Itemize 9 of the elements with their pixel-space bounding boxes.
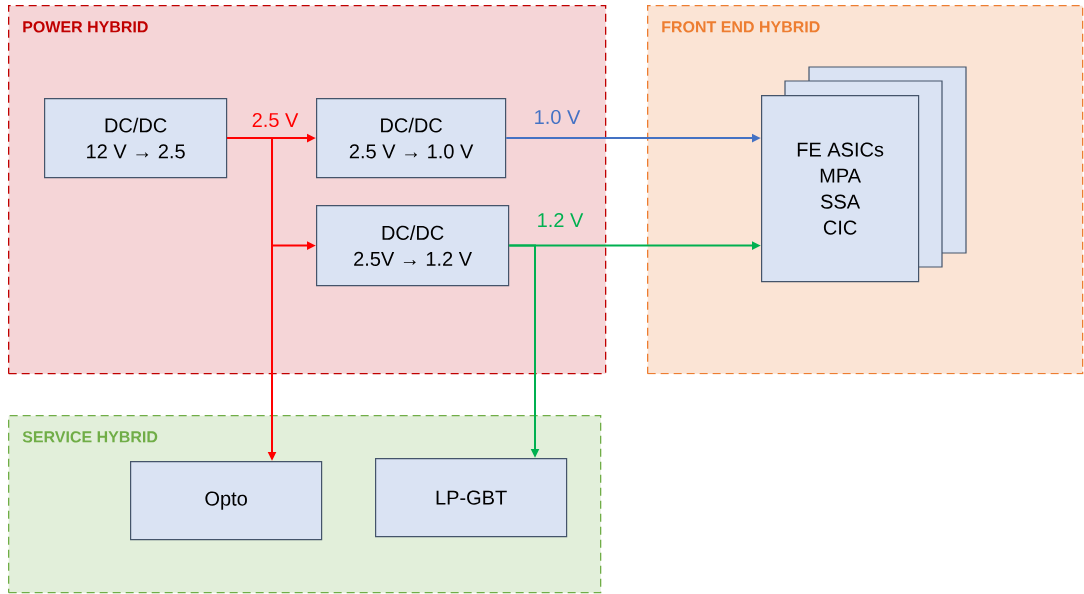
edge-label: 1.2 V [538, 213, 584, 227]
block-box: DC/DC 2.5 V → 1.0 V [316, 98, 507, 179]
block-box: Opto [130, 461, 323, 541]
chip-stack: FE ASICs MPA SSA CIC [761, 66, 967, 283]
edge-label: 2.5 V [252, 112, 299, 128]
block-box: DC/DC 12 V → 2.5 [44, 98, 228, 179]
block-box: DC/DC 2.5V → 1.2 V [316, 205, 510, 287]
edge-label: 1.0 V [535, 109, 581, 125]
block-box: LP-GBT [375, 458, 568, 538]
